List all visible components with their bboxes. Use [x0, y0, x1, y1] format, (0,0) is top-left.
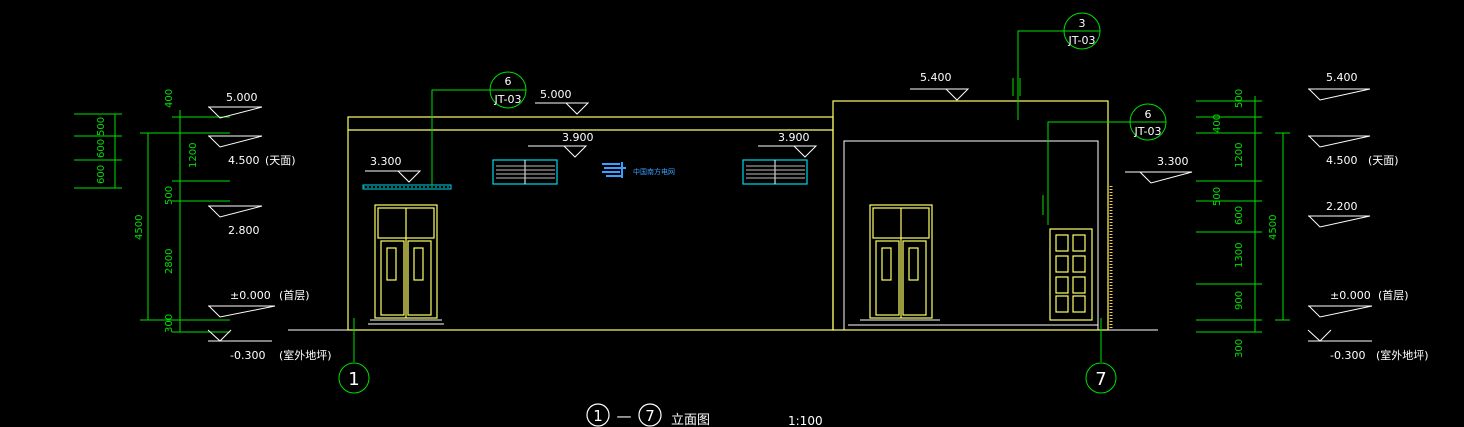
dim-right-0: 500	[1234, 89, 1245, 108]
detail-callout-3	[1042, 103, 1167, 225]
title-dash: —	[617, 407, 632, 425]
grid-axis-1	[338, 318, 370, 394]
level-right-ground-note: (首层)	[1378, 288, 1409, 302]
detail-callout-2	[1012, 12, 1101, 120]
level-marks-mid	[365, 88, 1193, 184]
dim-left-1: 1200	[188, 143, 199, 168]
detail-3-ref: JT-03	[1134, 125, 1162, 138]
left-building: 中国南方电网	[347, 116, 834, 331]
dim-left-stack-0: 600	[96, 165, 107, 184]
title-grid-to: 7	[645, 407, 655, 425]
level-right-top: 5.400	[1326, 71, 1358, 84]
side-panel-door	[1049, 228, 1093, 321]
sign-text: 中国南方电网	[633, 167, 675, 176]
right-wall-outline	[832, 100, 1109, 331]
title-text: 立面图	[671, 413, 710, 427]
level-right-ground: ±0.000	[1330, 289, 1371, 302]
detail-callout-1	[431, 71, 527, 185]
dim-right-5: 1300	[1234, 243, 1245, 268]
dim-left-3: 2800	[164, 249, 175, 274]
level-left-window-top: 2.800	[228, 224, 260, 237]
level-mid-canopy-left: 3.300	[370, 155, 402, 168]
dim-right-6: 900	[1234, 291, 1245, 310]
right-building	[832, 100, 1113, 331]
dim-left-total: 4500	[134, 215, 145, 240]
dim-left-4: 300	[164, 314, 175, 333]
level-right-door-top: 2.200	[1326, 200, 1358, 213]
drawing-scale: 1:100	[788, 414, 823, 427]
detail-1-ref: JT-03	[494, 93, 522, 106]
level-left-ground-note: (首层)	[279, 288, 310, 302]
dim-left-stack-1: 600	[96, 139, 107, 158]
level-mid-parapet: 5.000	[540, 88, 572, 101]
dim-right-total: 4500	[1268, 215, 1279, 240]
detail-3-num: 6	[1145, 108, 1152, 121]
level-right-roof: 4.500	[1326, 154, 1358, 167]
dim-right-4: 600	[1234, 206, 1245, 225]
left-wall-outline	[347, 116, 834, 331]
dim-left-0: 400	[164, 89, 175, 108]
level-mid-high-parapet: 5.400	[920, 71, 952, 84]
vent-window-left	[492, 159, 558, 185]
grid-logo-icon	[602, 162, 626, 178]
detail-1-num: 6	[505, 75, 512, 88]
level-left-roof-top: 5.000	[226, 91, 258, 104]
drawing-title	[586, 403, 662, 427]
grid-label-left: 1	[348, 369, 359, 390]
dim-right-2: 1200	[1234, 143, 1245, 168]
detail-2-ref: JT-03	[1068, 34, 1096, 47]
level-right-roof-note: (天面)	[1368, 154, 1399, 167]
title-grid-from: 1	[593, 407, 603, 425]
grid-label-right: 7	[1095, 369, 1106, 390]
dim-left-stack-2: 500	[96, 117, 107, 136]
level-right-outdoor-note: (室外地坪)	[1376, 348, 1429, 362]
level-marks-right	[1307, 88, 1373, 342]
level-right-outdoor: -0.300	[1330, 349, 1365, 362]
level-left-roof: 4.500	[228, 154, 260, 167]
right-inner-outline	[843, 140, 1099, 330]
dim-chain-left	[74, 110, 230, 333]
dim-right-7: 300	[1234, 339, 1245, 358]
level-left-ground: ±0.000	[230, 289, 271, 302]
level-left-outdoor-note: (室外地坪)	[279, 348, 332, 362]
level-mid-vent-left: 3.900	[562, 131, 594, 144]
level-mid-canopy-right: 3.300	[1157, 155, 1189, 168]
level-left-outdoor: -0.300	[230, 349, 265, 362]
vent-window-right	[742, 159, 808, 185]
dim-left-2: 500	[164, 186, 175, 205]
level-mid-vent-right: 3.900	[778, 131, 810, 144]
detail-2-num: 3	[1079, 17, 1086, 30]
right-double-door	[848, 204, 1098, 326]
dim-chain-right	[1196, 96, 1290, 333]
grid-axis-7	[1085, 318, 1117, 394]
level-left-roof-note: (天面)	[265, 154, 296, 167]
level-marks-left	[207, 106, 276, 342]
left-double-door	[368, 204, 444, 325]
dim-right-3: 500	[1212, 187, 1223, 206]
dim-right-1: 400	[1212, 114, 1223, 133]
